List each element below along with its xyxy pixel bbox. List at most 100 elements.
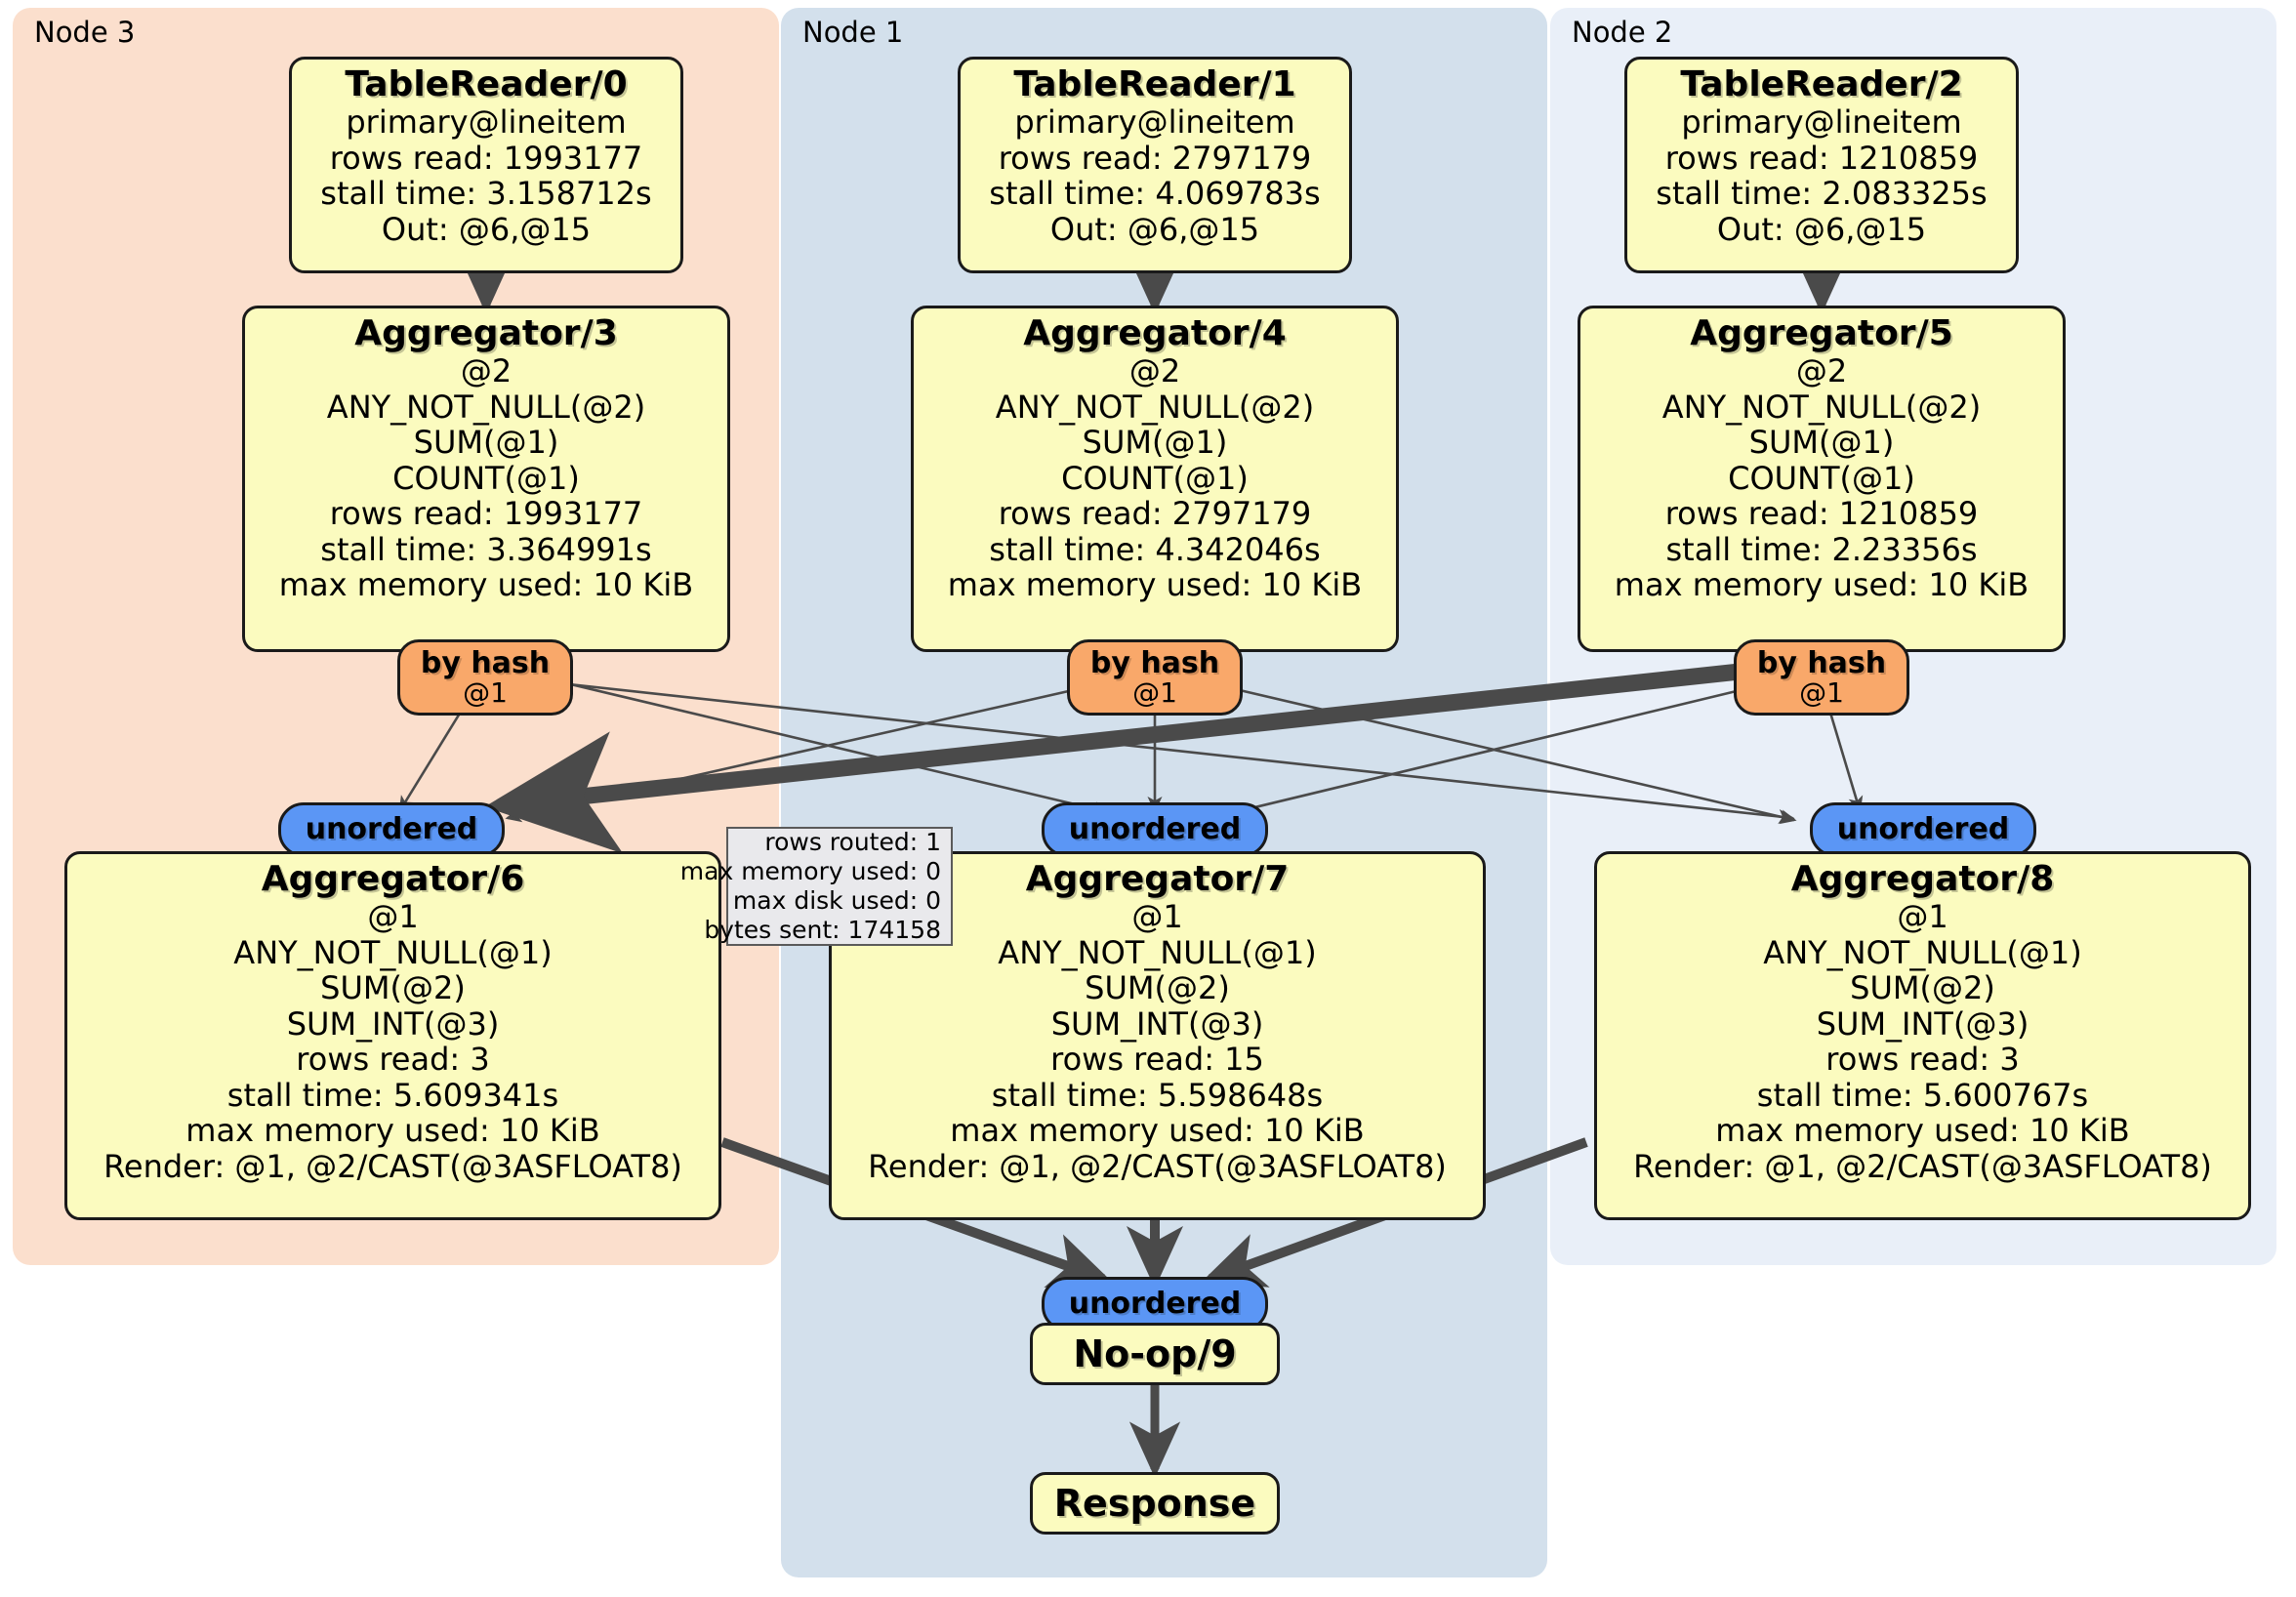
processor-line: stall time: 5.609341s bbox=[226, 1076, 559, 1114]
stream-stat-line: max memory used: 0 bbox=[679, 857, 941, 885]
processor-line: COUNT(@1) bbox=[392, 459, 580, 497]
processor-line: SUM(@1) bbox=[1082, 424, 1228, 462]
processor-line: stall time: 5.600767s bbox=[1756, 1076, 2089, 1114]
processor-title: TableReader/1 bbox=[1013, 64, 1296, 104]
processor-aggregator-3[interactable]: Aggregator/3 @2 ANY_NOT_NULL(@2) SUM(@1)… bbox=[242, 306, 730, 652]
processor-line: ANY_NOT_NULL(@2) bbox=[995, 388, 1315, 426]
processor-line: stall time: 2.083325s bbox=[1656, 175, 1988, 213]
router-by-hash-0[interactable]: by hash @1 bbox=[397, 639, 573, 716]
processor-line: ANY_NOT_NULL(@1) bbox=[998, 933, 1317, 971]
processor-line: SUM(@2) bbox=[1085, 969, 1230, 1007]
processor-title: Aggregator/4 bbox=[1023, 313, 1287, 353]
processor-line: rows read: 3 bbox=[296, 1041, 490, 1079]
processor-title: Aggregator/5 bbox=[1690, 313, 1953, 353]
processor-line: Render: @1, @2/CAST(@3ASFLOAT8) bbox=[868, 1147, 1447, 1185]
processor-line: Render: @1, @2/CAST(@3ASFLOAT8) bbox=[1633, 1147, 2212, 1185]
processor-line: ANY_NOT_NULL(@1) bbox=[1763, 933, 2082, 971]
processor-line: Out: @6,@15 bbox=[381, 210, 592, 248]
processor-title: TableReader/0 bbox=[345, 64, 628, 104]
processor-line: rows read: 1993177 bbox=[329, 495, 643, 533]
router-column: @1 bbox=[463, 676, 508, 710]
processor-line: ANY_NOT_NULL(@2) bbox=[326, 388, 646, 426]
stream-stat-line: bytes sent: 174158 bbox=[704, 916, 941, 944]
processor-line: stall time: 2.23356s bbox=[1665, 530, 1978, 568]
processor-title: No-op/9 bbox=[1073, 1331, 1237, 1375]
processor-line: max memory used: 10 KiB bbox=[278, 566, 694, 604]
processor-line: stall time: 4.342046s bbox=[989, 530, 1321, 568]
processor-tablereader-1[interactable]: TableReader/1 primary@lineitem rows read… bbox=[958, 57, 1352, 273]
node-panel-label: Node 2 bbox=[1572, 16, 1673, 49]
processor-line: rows read: 1210859 bbox=[1664, 495, 1979, 533]
processor-title: TableReader/2 bbox=[1680, 64, 1963, 104]
router-column: @1 bbox=[1132, 676, 1177, 710]
processor-aggregator-7[interactable]: Aggregator/7 @1 ANY_NOT_NULL(@1) SUM(@2)… bbox=[829, 851, 1486, 1220]
processor-line: max memory used: 10 KiB bbox=[947, 566, 1363, 604]
router-column: @1 bbox=[1799, 676, 1844, 710]
stream-stats-tooltip: rows routed: 1 max memory used: 0 max di… bbox=[680, 827, 953, 946]
processor-line: Out: @6,@15 bbox=[1049, 210, 1260, 248]
processor-line: SUM_INT(@3) bbox=[286, 1004, 500, 1043]
stream-stat-line: max disk used: 0 bbox=[732, 886, 941, 915]
processor-line: SUM(@1) bbox=[1748, 424, 1895, 462]
processor-line: rows read: 2797179 bbox=[998, 139, 1312, 177]
synchronizer-unordered-0[interactable]: unordered bbox=[278, 802, 505, 857]
processor-line: primary@lineitem bbox=[1681, 103, 1962, 142]
processor-line: COUNT(@1) bbox=[1728, 459, 1915, 497]
router-by-hash-1[interactable]: by hash @1 bbox=[1067, 639, 1243, 716]
processor-tablereader-0[interactable]: TableReader/0 primary@lineitem rows read… bbox=[289, 57, 683, 273]
synchronizer-label: unordered bbox=[1836, 812, 2010, 847]
processor-aggregator-8[interactable]: Aggregator/8 @1 ANY_NOT_NULL(@1) SUM(@2)… bbox=[1594, 851, 2251, 1220]
processor-line: @1 bbox=[1131, 898, 1183, 936]
processor-line: primary@lineitem bbox=[346, 103, 627, 142]
processor-line: stall time: 3.158712s bbox=[320, 175, 652, 213]
processor-tablereader-2[interactable]: TableReader/2 primary@lineitem rows read… bbox=[1624, 57, 2019, 273]
processor-line: rows read: 15 bbox=[1050, 1041, 1264, 1079]
processor-line: Out: @6,@15 bbox=[1716, 210, 1927, 248]
processor-aggregator-4[interactable]: Aggregator/4 @2 ANY_NOT_NULL(@2) SUM(@1)… bbox=[911, 306, 1399, 652]
synchronizer-label: unordered bbox=[1068, 1287, 1242, 1322]
processor-line: @2 bbox=[1795, 352, 1848, 390]
processor-line: rows read: 3 bbox=[1825, 1041, 2020, 1079]
processor-line: ANY_NOT_NULL(@2) bbox=[1661, 388, 1982, 426]
processor-line: rows read: 2797179 bbox=[998, 495, 1312, 533]
processor-aggregator-5[interactable]: Aggregator/5 @2 ANY_NOT_NULL(@2) SUM(@1)… bbox=[1578, 306, 2066, 652]
processor-line: SUM(@2) bbox=[320, 969, 466, 1007]
node-panel-label: Node 1 bbox=[802, 16, 904, 49]
processor-line: max memory used: 10 KiB bbox=[185, 1112, 600, 1150]
processor-response[interactable]: Response bbox=[1030, 1472, 1280, 1535]
processor-line: stall time: 3.364991s bbox=[320, 530, 652, 568]
processor-line: @2 bbox=[1128, 352, 1181, 390]
processor-line: @1 bbox=[1897, 898, 1948, 936]
processor-line: COUNT(@1) bbox=[1061, 459, 1249, 497]
synchronizer-label: unordered bbox=[1068, 812, 1242, 847]
processor-title: Aggregator/7 bbox=[1025, 859, 1290, 899]
synchronizer-label: unordered bbox=[305, 812, 478, 847]
synchronizer-unordered-1[interactable]: unordered bbox=[1042, 802, 1268, 857]
router-by-hash-2[interactable]: by hash @1 bbox=[1734, 639, 1909, 716]
synchronizer-unordered-final[interactable]: unordered bbox=[1042, 1277, 1268, 1331]
processor-line: max memory used: 10 KiB bbox=[1614, 566, 2030, 604]
processor-line: stall time: 5.598648s bbox=[991, 1076, 1324, 1114]
processor-aggregator-6[interactable]: Aggregator/6 @1 ANY_NOT_NULL(@1) SUM(@2)… bbox=[64, 851, 721, 1220]
processor-line: SUM(@2) bbox=[1850, 969, 1995, 1007]
processor-line: max memory used: 10 KiB bbox=[950, 1112, 1365, 1150]
processor-line: stall time: 4.069783s bbox=[989, 175, 1321, 213]
synchronizer-unordered-2[interactable]: unordered bbox=[1810, 802, 2036, 857]
processor-line: rows read: 1210859 bbox=[1664, 139, 1979, 177]
node-panel-label: Node 3 bbox=[34, 16, 136, 49]
processor-title: Aggregator/8 bbox=[1790, 859, 2055, 899]
processor-line: primary@lineitem bbox=[1014, 103, 1295, 142]
router-label: by hash bbox=[1089, 645, 1220, 680]
processor-line: SUM_INT(@3) bbox=[1816, 1004, 2030, 1043]
processor-title: Response bbox=[1053, 1481, 1256, 1525]
router-label: by hash bbox=[1756, 645, 1887, 680]
processor-title: Aggregator/6 bbox=[261, 859, 525, 899]
processor-line: Render: @1, @2/CAST(@3ASFLOAT8) bbox=[103, 1147, 682, 1185]
processor-title: Aggregator/3 bbox=[354, 313, 618, 353]
stream-stat-line: rows routed: 1 bbox=[764, 828, 941, 856]
processor-line: @1 bbox=[367, 898, 419, 936]
processor-noop-9[interactable]: No-op/9 bbox=[1030, 1323, 1280, 1385]
processor-line: SUM_INT(@3) bbox=[1050, 1004, 1264, 1043]
processor-line: rows read: 1993177 bbox=[329, 139, 643, 177]
